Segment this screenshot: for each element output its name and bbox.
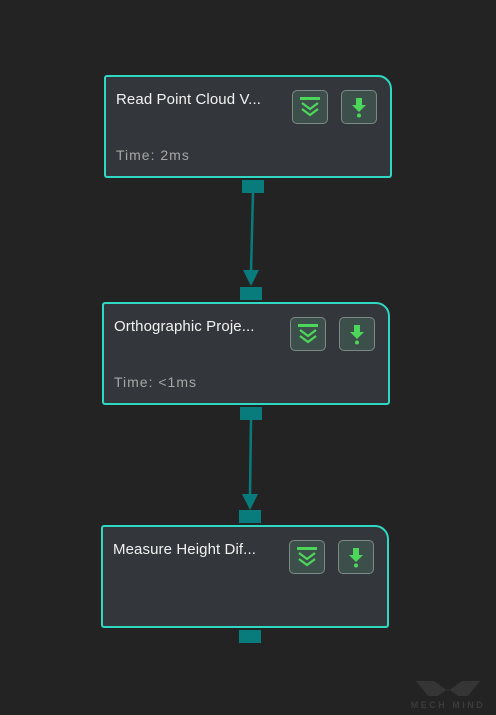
step-output-button[interactable] [339, 317, 375, 351]
node-title: Orthographic Proje... [114, 318, 255, 335]
connection-2-to-3[interactable] [242, 418, 258, 510]
watermark-text: MECH MIND [410, 700, 486, 710]
connection-arrow-icon [242, 494, 258, 510]
step-node-measure-height-difference[interactable]: Measure Height Dif... [101, 525, 389, 628]
download-arrow-icon [352, 98, 366, 118]
input-port[interactable] [240, 287, 262, 300]
connection-arrow-icon [243, 270, 259, 286]
node-time-label: Time: <1ms [114, 374, 197, 390]
mech-mind-logo-icon [416, 681, 480, 696]
output-port[interactable] [239, 630, 261, 643]
step-output-button[interactable] [338, 540, 374, 574]
download-arrow-icon [350, 325, 364, 345]
connection-1-to-2[interactable] [243, 191, 259, 286]
step-output-button[interactable] [341, 90, 377, 124]
input-port[interactable] [239, 510, 261, 523]
output-port[interactable] [240, 407, 262, 420]
chevrons-down-icon [297, 547, 317, 567]
chevrons-down-icon [300, 97, 320, 117]
step-node-orthographic-projection[interactable]: Orthographic Proje... Time: <1ms [102, 302, 390, 405]
step-debug-button[interactable] [292, 90, 328, 124]
download-arrow-icon [349, 548, 363, 568]
mech-mind-watermark: MECH MIND [408, 678, 488, 712]
node-title: Read Point Cloud V... [116, 91, 261, 108]
step-node-read-point-cloud[interactable]: Read Point Cloud V... Time: 2ms [104, 75, 392, 178]
step-debug-button[interactable] [289, 540, 325, 574]
step-debug-button[interactable] [290, 317, 326, 351]
node-title: Measure Height Dif... [113, 541, 256, 558]
chevrons-down-icon [298, 324, 318, 344]
output-port[interactable] [242, 180, 264, 193]
node-time-label: Time: 2ms [116, 147, 190, 163]
